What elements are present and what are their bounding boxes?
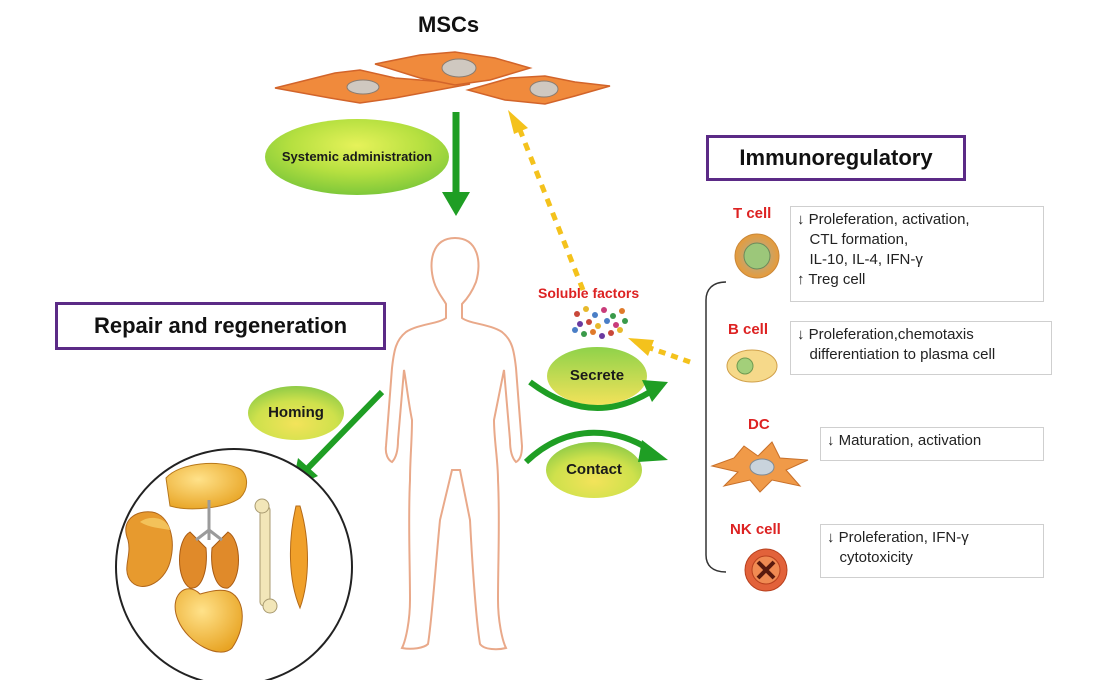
b-cell-label: B cell (728, 321, 769, 338)
nk-cell-label: NK cell (730, 521, 781, 538)
contact-arrow-shaft (523, 429, 652, 465)
organs-illustration (125, 462, 308, 653)
t-cell-label: T cell (733, 205, 772, 222)
secrete-label: Secrete (569, 367, 625, 384)
nk-cell-effect-line: ↓ Proleferation, IFN-γ (827, 529, 969, 546)
dc-label: DC (748, 416, 770, 433)
immuno-title: Immunoregulatory (739, 145, 933, 170)
t-cell-effect-line: IL-10, IL-4, IFN-γ (797, 251, 923, 268)
secrete-arrow-shaft (528, 379, 652, 411)
immuno-title-box: Immunoregulatory (706, 135, 966, 181)
nk-cell-effects: ↓ Proleferation, IFN-γ cytotoxicity (820, 524, 1044, 578)
repair-title: Repair and regeneration (93, 313, 348, 338)
dashed-arrow-up (517, 129, 586, 291)
homing-oval (248, 386, 344, 440)
b-cell-illustration (726, 349, 778, 383)
secrete-arrow-head (642, 380, 668, 402)
systemic-label: Systemic administration (281, 149, 433, 164)
repair-title-box: Repair and regeneration (55, 302, 386, 350)
contact-arrow-head (638, 440, 668, 462)
t-cell-effect-line: ↓ Proleferation, activation, (797, 211, 970, 228)
msc-title: MSCs (418, 12, 480, 37)
dashed-arrow-left-head (628, 338, 654, 356)
soluble-factors-label: Soluble factors (538, 285, 640, 301)
nk-cell-effect-line: cytotoxicity (827, 549, 913, 566)
t-cell-effect-line: ↑ Treg cell (797, 271, 866, 288)
systemic-oval (265, 119, 449, 195)
t-cell-illustration (734, 233, 780, 279)
secrete-oval (547, 347, 647, 405)
msc-cells-illustration (274, 51, 611, 105)
t-cell-effects: ↓ Proleferation, activation, CTL formati… (790, 206, 1044, 302)
down-arrow-head (442, 192, 470, 216)
nk-cell-illustration (744, 548, 788, 592)
dc-cell-illustration (710, 441, 809, 493)
b-cell-effect-line: ↓ Proleferation,chemotaxis (797, 326, 974, 343)
t-cell-effect-line: CTL formation, (797, 231, 909, 248)
contact-label: Contact (566, 461, 622, 478)
dc-effects: ↓ Maturation, activation (820, 427, 1044, 461)
b-cell-effect-line: differentiation to plasma cell (797, 346, 996, 363)
human-outline (384, 236, 524, 651)
cells-bracket (705, 281, 727, 573)
homing-arrow-shaft (305, 389, 385, 471)
soluble-factor-dots (572, 306, 628, 339)
dc-effect-line: ↓ Maturation, activation (827, 432, 982, 449)
contact-oval (546, 442, 642, 498)
dashed-arrow-left (649, 345, 691, 365)
dashed-arrow-up-head (508, 110, 528, 134)
homing-label: Homing (268, 404, 324, 421)
b-cell-effects: ↓ Proleferation,chemotaxis differentiati… (790, 321, 1052, 375)
